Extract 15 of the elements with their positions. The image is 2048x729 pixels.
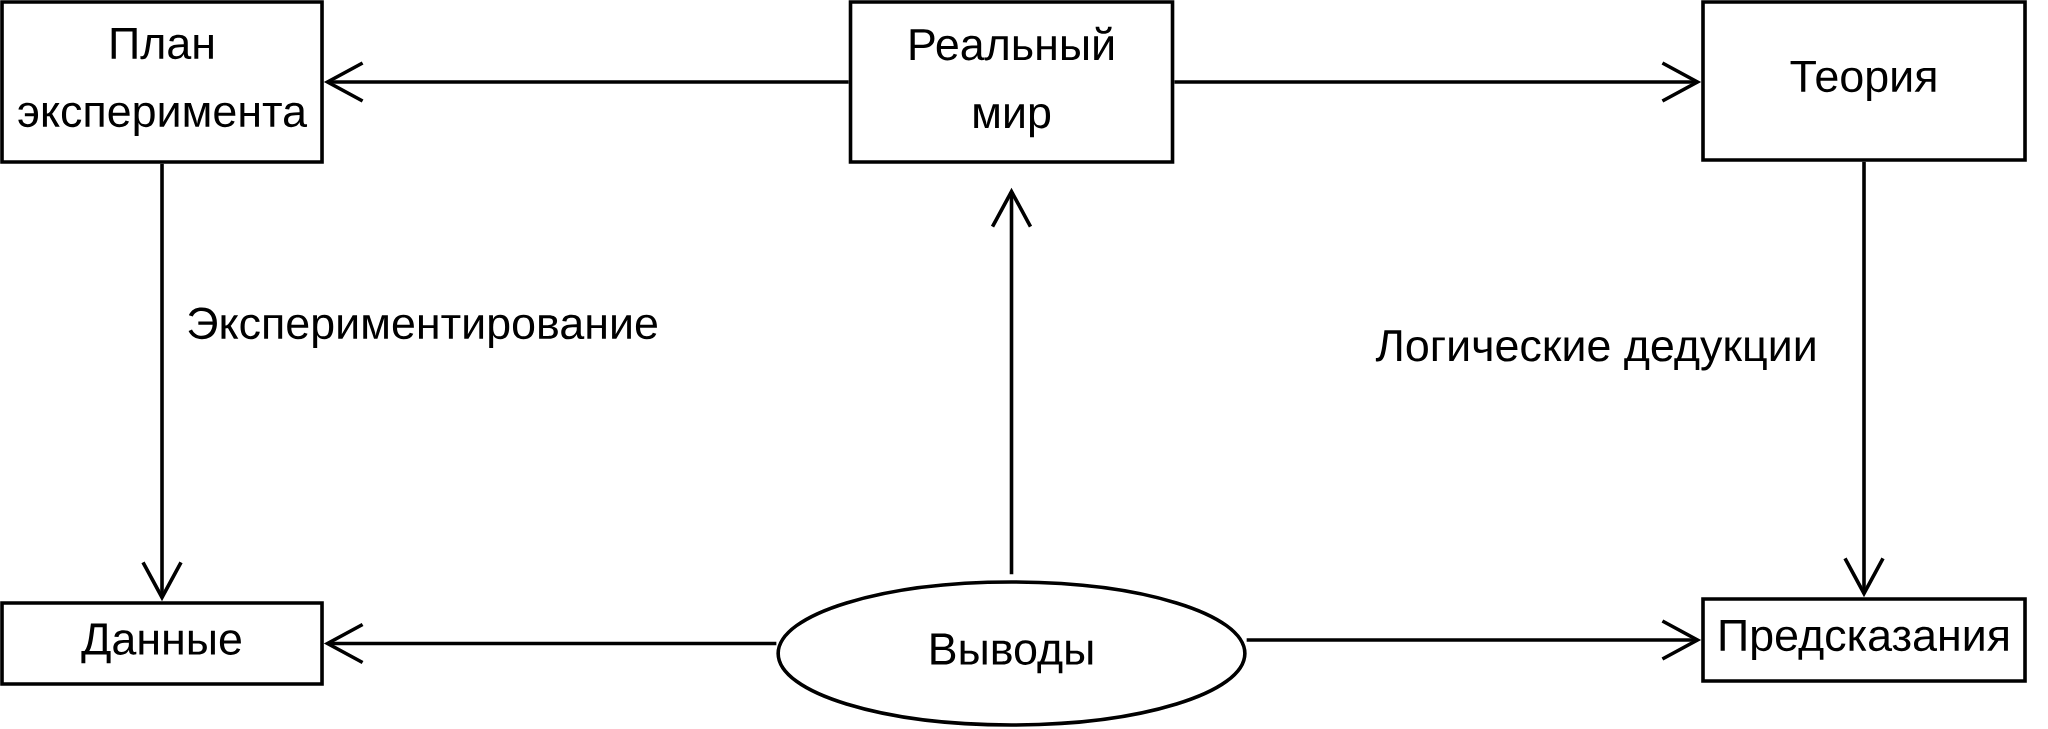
arrow [990, 187, 1033, 575]
arrow [1174, 61, 1702, 103]
process-box: Реальный мир [848, 0, 1175, 164]
process-box: План эксперимента [0, 0, 324, 164]
arrow [323, 622, 777, 665]
arrow [1246, 619, 1702, 661]
process-box: Теория [1701, 0, 2027, 162]
process-box: Предсказания [1701, 597, 2027, 683]
arrow [323, 61, 849, 103]
process-box: Данные [0, 601, 324, 686]
edge-label: Логические дедукции [1373, 328, 1820, 373]
arrow [141, 163, 183, 602]
arrow [1843, 161, 1885, 598]
edge-label: Экспериментирование [184, 305, 661, 351]
oval-node: Выводы [776, 580, 1247, 727]
